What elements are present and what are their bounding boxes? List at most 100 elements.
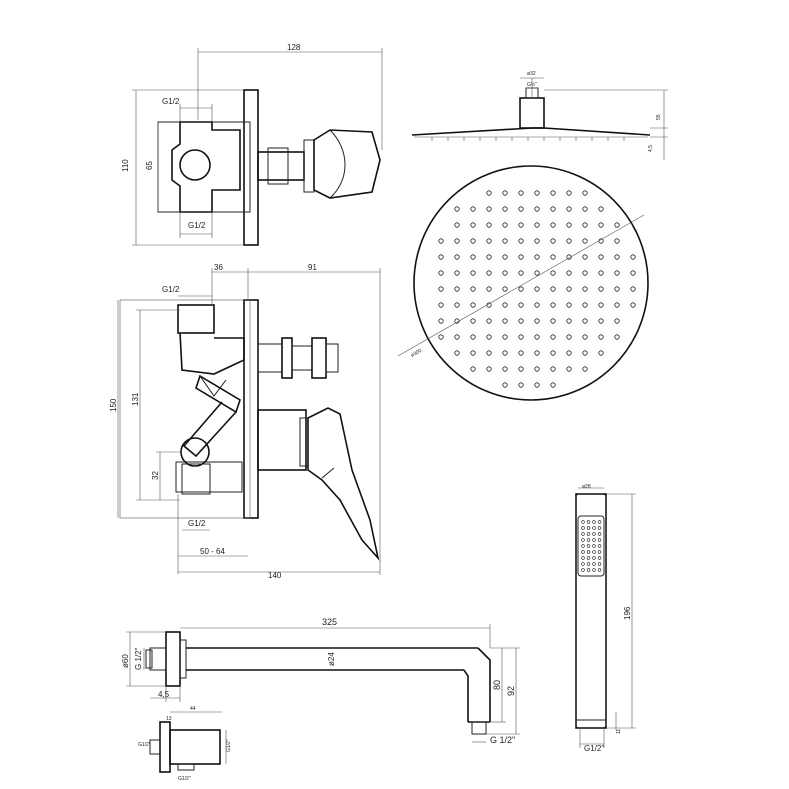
nozzle xyxy=(550,318,556,324)
nozzle xyxy=(582,206,588,212)
hand-nozzle xyxy=(581,550,585,554)
nozzle xyxy=(534,238,540,244)
mixer-diverter-view: 36 91 G1/2 150 131 32 G1/2 50 - 64 140 xyxy=(109,263,381,580)
nozzle xyxy=(534,222,540,228)
hand-nozzle xyxy=(592,532,596,536)
hand-body xyxy=(575,493,607,729)
nozzle xyxy=(486,350,492,356)
nozzle xyxy=(486,238,492,244)
mixer-top-view: 128 G1/2 110 65 G1/2 xyxy=(121,43,383,246)
nozzle xyxy=(566,190,572,196)
hand-nozzle xyxy=(586,550,591,554)
hand-nozzle xyxy=(592,538,596,542)
nozzle xyxy=(550,302,556,308)
nozzle xyxy=(502,302,508,308)
nozzle xyxy=(502,334,508,340)
mixer-top-handle xyxy=(313,129,381,199)
nozzle xyxy=(486,222,492,228)
dim-hand-196: 196 xyxy=(623,606,632,620)
nozzle xyxy=(534,270,540,276)
nozzle xyxy=(550,238,556,244)
nozzle xyxy=(486,286,492,292)
hand-nozzle xyxy=(581,526,585,530)
nozzle xyxy=(470,270,476,276)
dim-g12-top: G1/2 xyxy=(162,97,180,106)
nozzle xyxy=(534,254,540,260)
nozzle xyxy=(550,190,556,196)
nozzle xyxy=(566,334,572,340)
head-profile xyxy=(411,127,651,136)
nozzle xyxy=(518,270,524,276)
nozzle xyxy=(614,270,620,276)
dim-arm-92: 92 xyxy=(506,686,516,696)
nozzle xyxy=(630,302,636,308)
dim-arm-325: 325 xyxy=(322,617,337,627)
nozzle xyxy=(598,206,604,212)
nozzle xyxy=(550,286,556,292)
dim-50-64: 50 - 64 xyxy=(200,547,225,556)
nozzle xyxy=(518,190,524,196)
hand-nozzle xyxy=(592,520,596,524)
nozzle xyxy=(502,366,508,372)
hand-nozzle xyxy=(592,568,596,572)
nozzle xyxy=(438,302,444,308)
nozzle xyxy=(566,222,572,228)
nozzle xyxy=(438,286,444,292)
hand-nozzle xyxy=(586,538,591,542)
dim-128: 128 xyxy=(287,43,301,52)
nozzle xyxy=(502,238,508,244)
nozzle xyxy=(518,302,524,308)
nozzle xyxy=(518,350,524,356)
nozzle xyxy=(582,366,588,372)
hand-nozzle xyxy=(597,538,602,542)
nozzle xyxy=(454,302,460,308)
hand-nozzle xyxy=(586,526,591,530)
nozzle xyxy=(582,318,588,324)
nozzle xyxy=(598,254,604,260)
nozzle xyxy=(566,238,572,244)
hand-nozzle xyxy=(597,550,602,554)
nozzle xyxy=(502,190,508,196)
nozzle xyxy=(566,286,572,292)
nozzle xyxy=(598,302,604,308)
nozzle xyxy=(518,382,524,388)
nozzle xyxy=(550,254,556,260)
hand-nozzle xyxy=(597,532,602,536)
nozzle xyxy=(550,334,556,340)
wall-outlet-elbow: 44 13 G1/2" G1/2" G1/2" xyxy=(138,706,232,782)
dim-91: 91 xyxy=(308,263,317,272)
dim-head-d300: ø300 xyxy=(410,348,423,359)
nozzle xyxy=(598,350,604,356)
nozzle xyxy=(518,222,524,228)
nozzle xyxy=(518,254,524,260)
nozzle xyxy=(614,286,620,292)
nozzle xyxy=(566,270,572,276)
nozzle xyxy=(566,350,572,356)
dim-arm-d60: ø60 xyxy=(121,654,130,668)
arm-wall-plate xyxy=(165,631,181,687)
dim-elbow-g12-right: G1/2" xyxy=(226,739,232,752)
nozzle xyxy=(534,286,540,292)
nozzle xyxy=(566,206,572,212)
dim-arm-d24: ø24 xyxy=(327,652,336,666)
nozzle xyxy=(566,302,572,308)
nozzle xyxy=(550,206,556,212)
hand-nozzle xyxy=(597,556,602,560)
nozzle xyxy=(582,222,588,228)
hand-nozzle xyxy=(597,544,602,548)
nozzle xyxy=(486,334,492,340)
dim-elbow-g12-bottom: G1/2" xyxy=(178,776,191,782)
dim-elbow-13: 13 xyxy=(166,716,172,722)
nozzle xyxy=(502,286,508,292)
nozzle xyxy=(438,270,444,276)
nozzle xyxy=(582,238,588,244)
hand-nozzle xyxy=(592,562,596,566)
nozzle xyxy=(502,270,508,276)
hand-nozzle xyxy=(597,526,602,530)
mixer-top-port xyxy=(179,149,211,181)
nozzle xyxy=(534,366,540,372)
nozzle xyxy=(438,318,444,324)
nozzle xyxy=(582,302,588,308)
nozzle xyxy=(614,334,620,340)
hand-nozzle xyxy=(581,520,585,524)
